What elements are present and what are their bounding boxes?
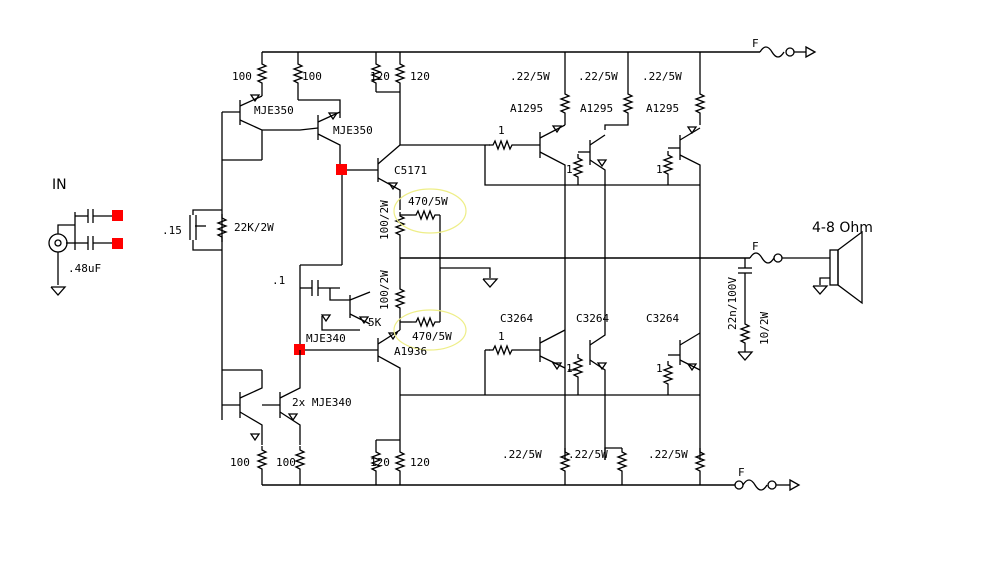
2x-mje340-label: 2x MJE340 xyxy=(292,396,352,409)
r-100-2w-top-label: 100/2W xyxy=(378,200,391,240)
r-470-top-label: 470/5W xyxy=(408,195,448,208)
r-120-b-label: 120 xyxy=(410,70,430,83)
r-1-tb-label: 1 xyxy=(566,163,573,176)
r-470-bot-label: 470/5W xyxy=(412,330,452,343)
c3264-c-label: C3264 xyxy=(646,312,679,325)
r-100-b-label: 100 xyxy=(302,70,322,83)
input-label: IN xyxy=(52,177,67,193)
cap-zobel-label: 22n/100V xyxy=(726,277,739,330)
r-100-d-label: 100 xyxy=(276,456,296,469)
cap-15-label: .15 xyxy=(162,224,182,237)
fuse-bot-label: F xyxy=(738,466,745,479)
vbe-multiplier xyxy=(299,170,371,350)
c3264-a-label: C3264 xyxy=(500,312,533,325)
input-marker-bottom xyxy=(112,238,123,249)
r-022-b-label: .22/5W xyxy=(578,70,618,83)
r-120-d-label: 120 xyxy=(410,456,430,469)
a1295-c-label: A1295 xyxy=(646,102,679,115)
fuse-top-label: F xyxy=(752,37,759,50)
a1295-b-label: A1295 xyxy=(580,102,613,115)
mje340-label: MJE340 xyxy=(306,332,346,345)
highlight-ellipse-bottom xyxy=(393,309,467,351)
r-5k-label: 5K xyxy=(368,316,382,329)
r-022-e-label: .22/5W xyxy=(568,448,608,461)
r-1-top-label: 1 xyxy=(498,124,505,137)
speaker-label: 4-8 Ohm xyxy=(812,220,873,236)
bottom-left-transistors xyxy=(222,350,305,485)
bias-marker-bottom xyxy=(294,344,305,355)
c3264-b-label: C3264 xyxy=(576,312,609,325)
negative-rail xyxy=(262,478,801,492)
r-22k-label: 22K/2W xyxy=(234,221,274,234)
r-1-bb-label: 1 xyxy=(656,362,663,375)
fuse-out-label: F xyxy=(752,240,759,253)
r-100-c-label: 100 xyxy=(230,456,250,469)
c5171-label: C5171 xyxy=(394,164,427,177)
r-1-tc-label: 1 xyxy=(656,163,663,176)
r-100-2w-bot-label: 100/2W xyxy=(378,270,391,310)
mje350-a-label: MJE350 xyxy=(254,104,294,117)
top-left-transistors xyxy=(222,52,341,170)
highlight-ellipse-top xyxy=(393,188,467,234)
output-bus xyxy=(400,252,830,264)
r-022-f-label: .22/5W xyxy=(648,448,688,461)
r-022-a-label: .22/5W xyxy=(510,70,550,83)
r-022-d-label: .22/5W xyxy=(502,448,542,461)
input-cap-label: .48uF xyxy=(68,262,101,275)
driver-column xyxy=(300,52,700,485)
r-022-c-label: .22/5W xyxy=(642,70,682,83)
r-120-a-label: 120 xyxy=(370,70,390,83)
r-1-ba-label: 1 xyxy=(566,362,573,375)
input-stage xyxy=(48,209,123,296)
input-marker-top xyxy=(112,210,123,221)
r-120-c-label: 120 xyxy=(370,456,390,469)
r-zobel-label: 10/2W xyxy=(758,312,771,345)
a1936-label: A1936 xyxy=(394,345,427,358)
a1295-a-label: A1295 xyxy=(510,102,543,115)
output-stage xyxy=(484,52,705,485)
r-100-a-label: 100 xyxy=(232,70,252,83)
r-1-bot-label: 1 xyxy=(498,330,505,343)
zobel-network xyxy=(737,258,753,361)
bias-marker-top xyxy=(336,164,347,175)
positive-rail xyxy=(262,45,817,59)
left-bias-network xyxy=(189,112,262,420)
mje350-b-label: MJE350 xyxy=(333,124,373,137)
cap-01-label: .1 xyxy=(272,274,285,287)
speaker-icon xyxy=(812,230,863,305)
